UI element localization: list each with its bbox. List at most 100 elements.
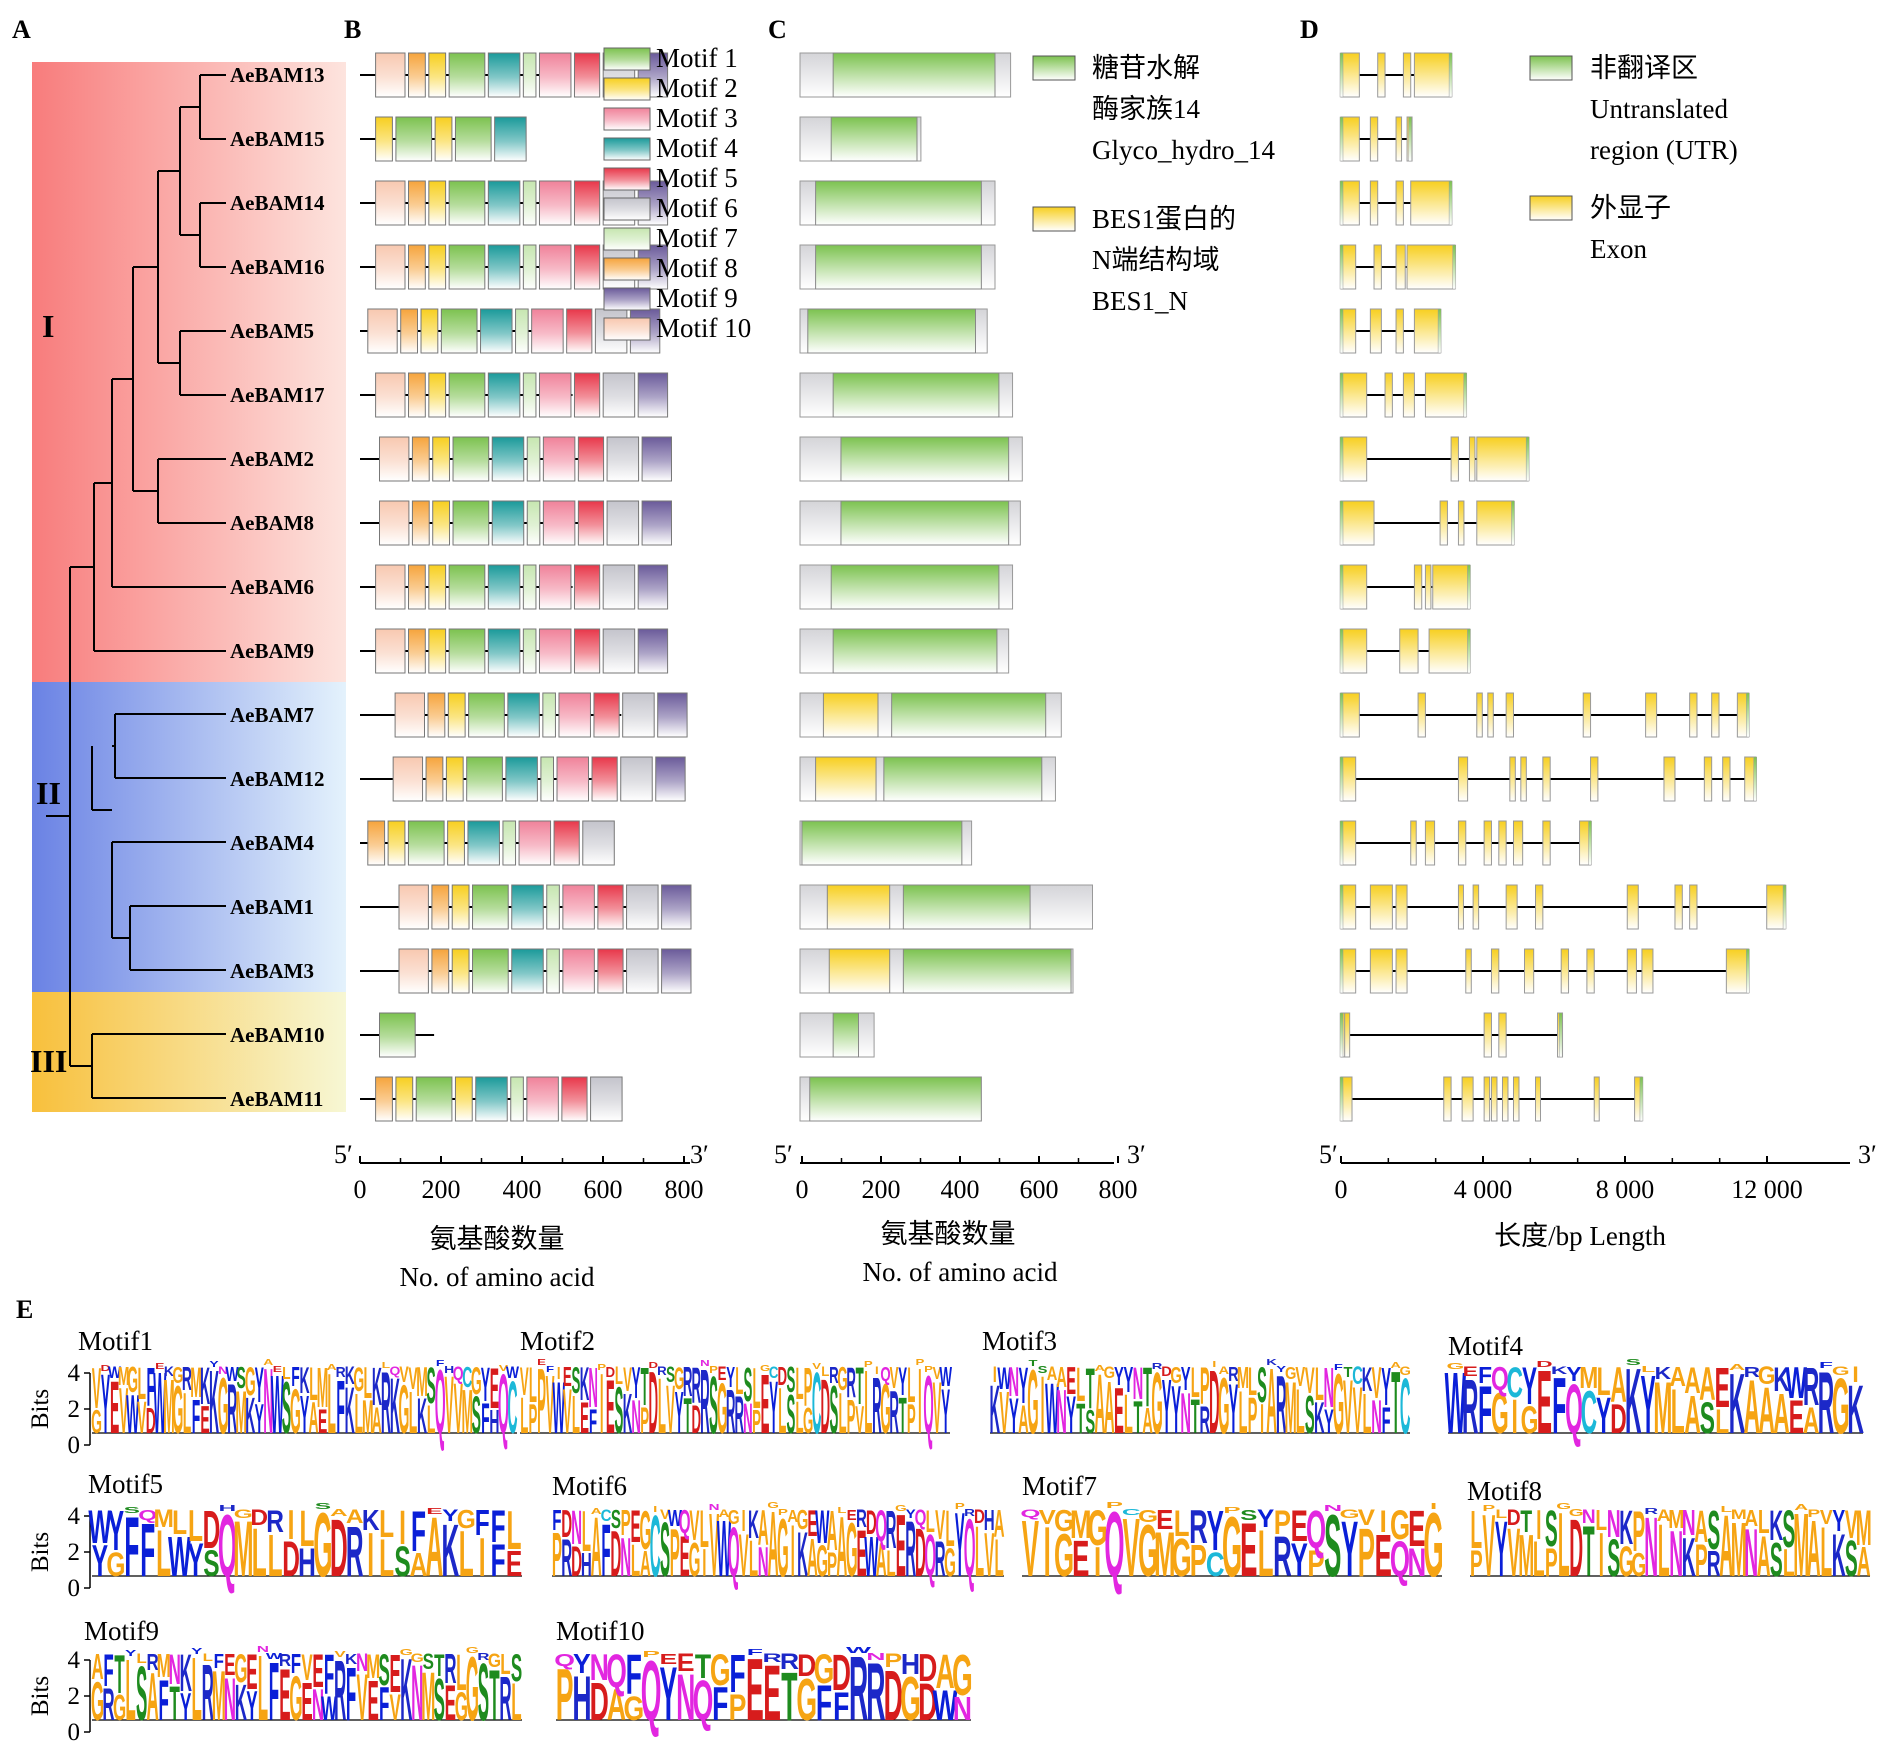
exon-block (1406, 244, 1456, 290)
logo-letter: G (1054, 1521, 1074, 1589)
logo-letter: M (212, 1657, 226, 1735)
logo-letter: G (466, 1646, 479, 1655)
logo-letter: K (345, 1375, 355, 1448)
logo-letter: G (1138, 1509, 1158, 1592)
logo-letter: V (890, 1361, 899, 1395)
exon-block (1424, 820, 1436, 866)
gene-label: AeBAM12 (230, 767, 324, 791)
logo-letter: E (718, 1363, 727, 1385)
logo-letter: N (700, 1359, 710, 1368)
axis-c-five-prime: 5′ (774, 1140, 793, 1169)
logo-letter: S (786, 1360, 795, 1400)
logo-letter: L (183, 1381, 191, 1446)
glyco-hydro-domain (840, 500, 1010, 546)
logo-letter: R (683, 1358, 693, 1405)
utr-block (1339, 1076, 1344, 1122)
logo-letter: G (172, 1364, 183, 1390)
logo-letter: Y (1495, 1506, 1508, 1594)
logo-letter: T (641, 1358, 649, 1417)
logo-letter: A (1758, 1374, 1774, 1448)
motif-block (542, 692, 556, 738)
logo-letter: Y (1522, 1356, 1537, 1416)
logo-letter: E (301, 1673, 312, 1732)
motif-block (641, 500, 672, 546)
logo-letter: S (743, 1359, 752, 1412)
logo-letter: A (346, 1505, 364, 1527)
glyco-zh-1: 糖苷水解 (1092, 53, 1200, 83)
utr-zh: 非翻译区 (1590, 53, 1698, 83)
motif-block (661, 948, 692, 994)
logo-letter: D (884, 1656, 903, 1736)
motif-block (454, 116, 492, 162)
logo-letter: N (218, 1364, 228, 1376)
logo-letter: G (1088, 1501, 1108, 1556)
logo-letter: I (875, 1364, 879, 1377)
exon-block (1413, 308, 1441, 354)
logo-letter: V (984, 1520, 994, 1590)
exon-block (1369, 948, 1393, 994)
logo-letter: G (1491, 1382, 1509, 1446)
logo-letter: G (290, 1375, 301, 1447)
exon-block (1450, 436, 1459, 482)
logo-letter: M (1731, 1507, 1747, 1523)
axis-b-label-zh: 氨基酸数量 (430, 1224, 565, 1254)
logo-letter: P (1248, 1387, 1258, 1444)
logo-letter: S (1240, 1507, 1257, 1523)
logo-letter: R (499, 1664, 511, 1734)
logo-letter: G (1521, 1398, 1539, 1442)
tick-label: 200 (422, 1175, 461, 1204)
exon-block (1369, 884, 1393, 930)
logo-letter: V (1295, 1361, 1305, 1392)
logo-letter: E (279, 1655, 290, 1736)
logo-letter: G (952, 1642, 973, 1708)
motif-block (394, 692, 426, 738)
logo-letter: Y (769, 1368, 778, 1450)
clade-ii-label: II (36, 775, 61, 811)
logo-letter: M (233, 1506, 253, 1594)
logo-letter: F (291, 1361, 299, 1393)
logo-letter: G (639, 1499, 651, 1562)
logo-letter: G (353, 1360, 364, 1399)
tick-label: 400 (503, 1175, 542, 1204)
logo-letter: L (886, 1543, 895, 1585)
motif-block (661, 884, 692, 930)
logo-letter: D (1209, 1352, 1220, 1452)
motif-block (398, 884, 429, 930)
motif-block (428, 372, 447, 418)
logo-letter: P (1307, 1542, 1324, 1584)
logo-letter: R (849, 1639, 868, 1741)
logo-letter: A (1794, 1503, 1808, 1512)
motif-block (432, 500, 451, 546)
exon-zh: 外显子 (1590, 193, 1671, 223)
glyco-hydro-domain (832, 372, 1000, 418)
logo-letter: M (190, 1358, 202, 1406)
motif-block (451, 884, 470, 930)
logo-letter: A (410, 1548, 428, 1584)
exon-block (1483, 820, 1492, 866)
logo-letter: Y (255, 1395, 264, 1442)
exon-block (1395, 116, 1403, 162)
logo-letter: S (1707, 1500, 1720, 1561)
glyco-hydro-domain (883, 756, 1043, 802)
logo-letter: S (1545, 1501, 1558, 1558)
logo-letter: E (537, 1358, 546, 1367)
gene-label: AeBAM2 (230, 447, 314, 471)
motif-block (425, 756, 444, 802)
logo-letter: E (630, 1502, 640, 1553)
motif-block (375, 628, 406, 674)
motif-logo-title: Motif1 (78, 1326, 153, 1356)
logo-letter: S (434, 1668, 445, 1733)
axis-b-five-prime: 5′ (334, 1140, 353, 1169)
logo-letter: K (1832, 1521, 1846, 1590)
motif-swatch (603, 47, 651, 71)
logo-letter: I (791, 1511, 795, 1593)
logo-letter: Q (554, 1649, 575, 1670)
motif-block (379, 1012, 416, 1058)
motif-block (395, 116, 433, 162)
logo-letter: S (1700, 1394, 1715, 1443)
motif-swatch (603, 197, 651, 221)
exon-block (1512, 820, 1524, 866)
logo-letter: S (614, 1375, 623, 1449)
logo-letter: W (266, 1652, 283, 1661)
